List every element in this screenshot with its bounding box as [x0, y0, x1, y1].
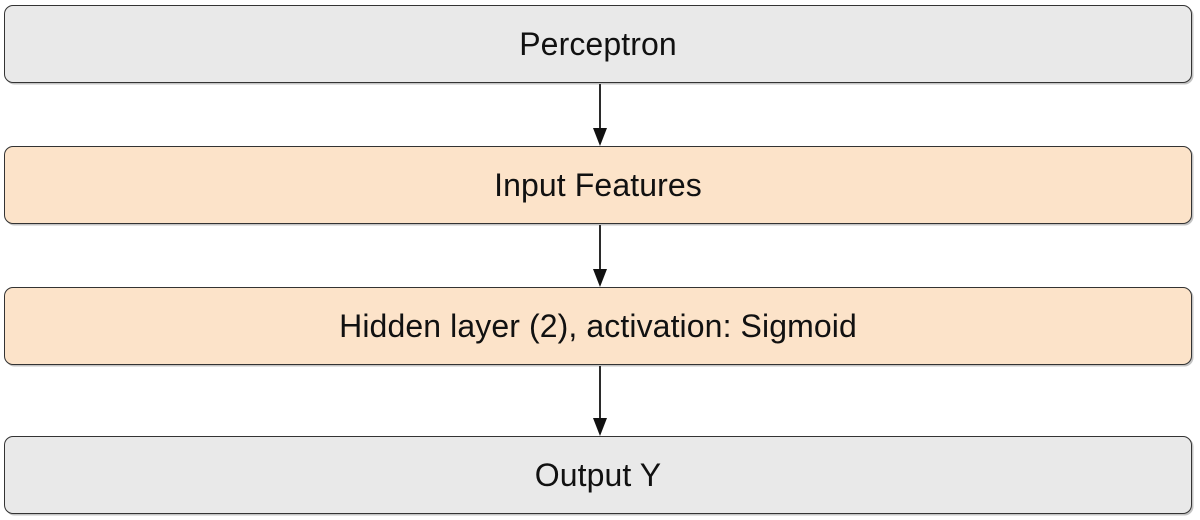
edge-hidden-to-output — [593, 366, 607, 436]
node-output-y-label: Output Y — [534, 457, 662, 493]
node-hidden-layer[interactable]: Hidden layer (2), activation: Sigmoid — [4, 287, 1192, 365]
node-input-features[interactable]: Input Features — [4, 146, 1192, 224]
edge-input-to-hidden — [593, 225, 607, 287]
node-input-features-label: Input Features — [494, 167, 702, 203]
node-perceptron-label: Perceptron — [519, 26, 677, 62]
node-output-y[interactable]: Output Y — [4, 436, 1192, 514]
node-hidden-layer-label: Hidden layer (2), activation: Sigmoid — [339, 308, 857, 344]
node-perceptron[interactable]: Perceptron — [4, 5, 1192, 83]
edge-perceptron-to-input — [593, 84, 607, 146]
